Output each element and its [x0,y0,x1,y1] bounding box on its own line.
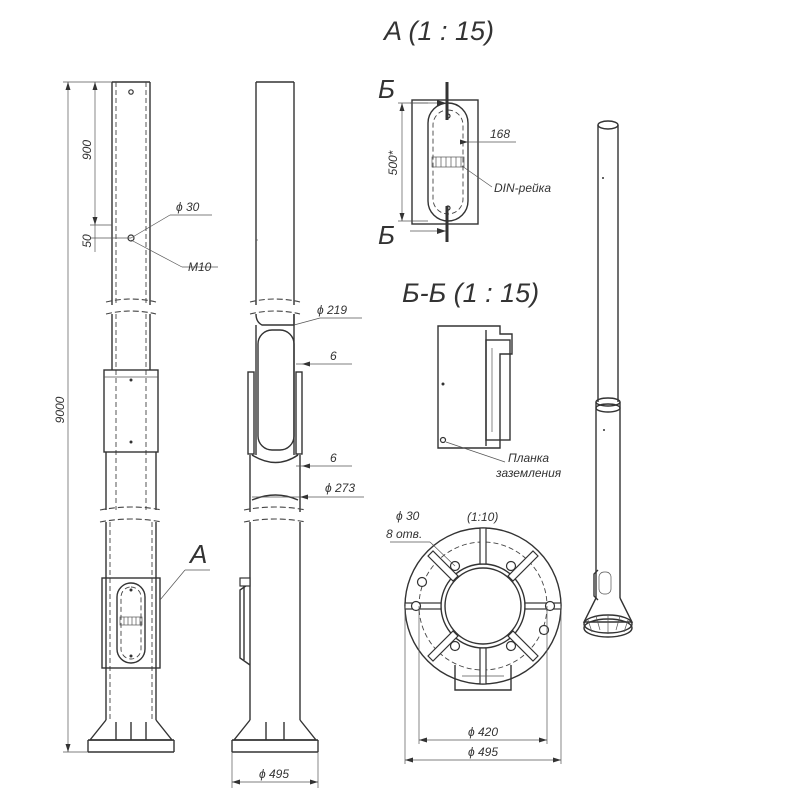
section-mark-bottom: Б [378,220,395,250]
dim-thread: M10 [188,260,212,274]
title-section-bb: Б-Б (1 : 15) [402,278,539,308]
side-dimensions: ϕ 219 6 6 ϕ 273 ϕ 495 [231,303,364,788]
dim-hole-diameter: ϕ 30 [176,200,200,214]
hatch-oval [116,582,146,664]
hatch-frame [101,577,161,669]
front-dimensions: 9000 900 50 ϕ 30 M10 A [53,81,218,753]
dim-wall-bottom: 6 [330,451,337,465]
section-bb: Б-Б (1 : 15) Планка заземления [402,278,562,480]
flange-view: (1:10) ϕ 30 8 отв. [386,509,562,764]
dim-flange-bolt-circle: ϕ 420 [468,725,498,739]
title-view-a: A (1 : 15) [382,16,494,46]
label-din-rail: DIN-рейка [494,181,551,195]
section-mark-top: Б [378,74,395,104]
dim-hatch-width: 168 [490,127,510,141]
dim-wall-top: 6 [330,349,337,363]
hatch-detail-frame [411,99,479,225]
dim-base-diameter: ϕ 495 [259,767,289,781]
dim-hole-offset: 50 [80,234,94,248]
dim-flange-holes-count: 8 отв. [386,527,422,541]
view-a-marker: A [188,539,207,569]
label-ground-plate-2: заземления [495,466,562,480]
title-flange-scale: (1:10) [467,510,498,524]
pole-3d-view [582,120,634,638]
dim-flange-outer: ϕ 495 [468,745,498,759]
dim-lower-diameter: ϕ 273 [325,481,355,495]
dim-top-segment: 900 [80,140,94,160]
view-a-detail: A (1 : 15) Б Б 500* 168 D [378,16,551,250]
dim-flange-hole: ϕ 30 [396,509,420,523]
dim-hatch-height: 500* [386,150,400,175]
dim-total-height: 9000 [53,396,67,423]
side-view [231,81,319,753]
front-view [87,81,175,753]
dim-upper-diameter: ϕ 219 [317,303,347,317]
top-hole [128,89,134,95]
label-ground-plate-1: Планка [508,451,549,465]
